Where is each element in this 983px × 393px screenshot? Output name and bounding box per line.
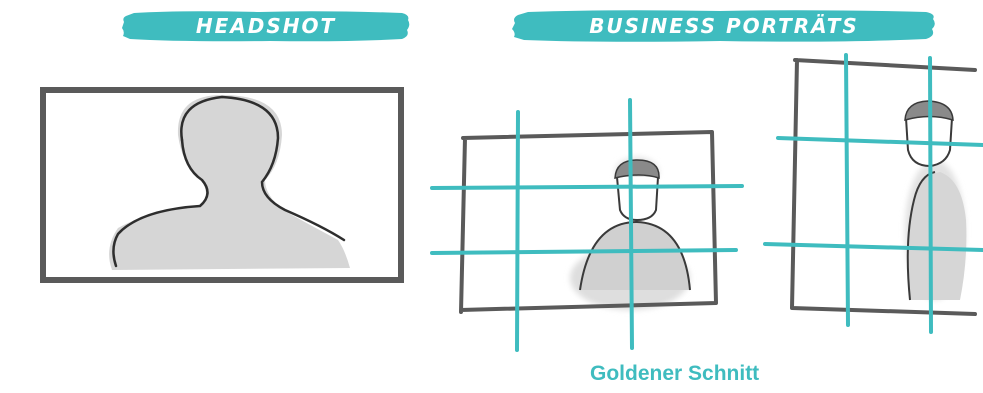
portrait-1-body bbox=[580, 222, 690, 290]
business-portrait-upright bbox=[765, 55, 983, 332]
portrait-1-head bbox=[617, 177, 658, 220]
headshot-silhouette bbox=[109, 95, 350, 270]
golden-ratio-caption: Goldener Schnitt bbox=[590, 362, 890, 386]
headshot-sketch bbox=[43, 90, 401, 280]
business-portrait-landscape bbox=[432, 100, 742, 350]
